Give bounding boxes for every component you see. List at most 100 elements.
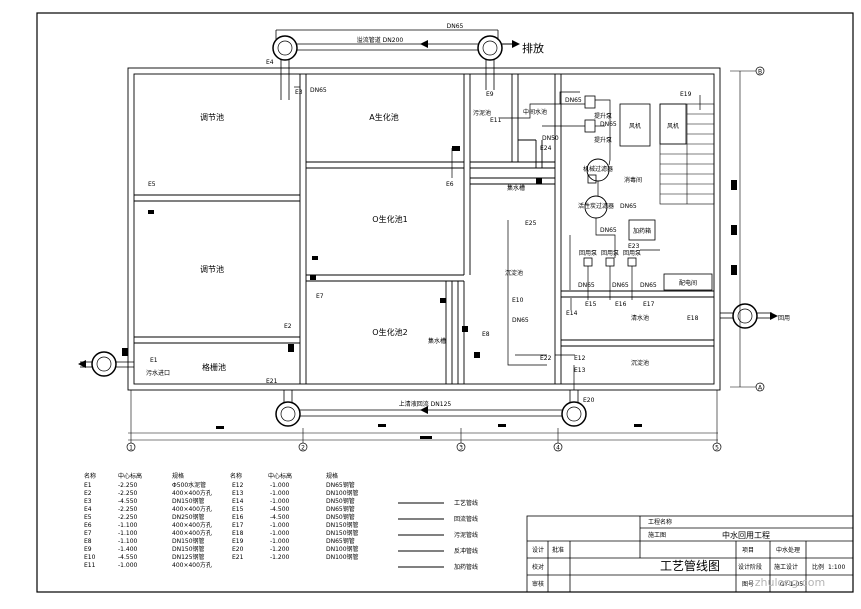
room-o-biochemical-1: O生化池1 xyxy=(372,214,407,224)
elevation-table-left-cell: E1 xyxy=(84,482,92,489)
room-water-collection-1: 集水槽 xyxy=(507,184,525,192)
table-header-elev-left: 中心标高 xyxy=(118,472,142,480)
title-block-sheet-value: GY-1-05 xyxy=(780,581,803,588)
label-dn65-d: DN65 xyxy=(620,203,637,210)
label-dn65-c: DN65 xyxy=(600,121,617,128)
elevation-table-right-cell: DN100钢管 xyxy=(326,489,359,497)
elevation-table-right-cell: E16 xyxy=(232,514,244,521)
dosing-box xyxy=(628,219,656,241)
elevation-table-right-cell: DN50钢管 xyxy=(326,497,355,505)
room-o-biochemical-2: O生化池2 xyxy=(372,327,407,337)
elevation-table-left-cell: 400×400方孔 xyxy=(172,521,212,529)
elevation-table-left-cell: DN150钢管 xyxy=(172,537,205,545)
elevation-table-right-cell: E14 xyxy=(232,498,244,505)
title-block-drawing-title: 工艺管线图 xyxy=(660,558,720,573)
title-block-item-value: 中水处理 xyxy=(776,546,800,554)
watermark: zhulong.com xyxy=(755,576,825,589)
manhole-bottom-right xyxy=(561,401,587,427)
elevation-table-right-cell: -1.200 xyxy=(270,546,290,553)
point-label: E21 xyxy=(266,378,278,385)
point-label: E13 xyxy=(574,367,586,374)
elevation-table-right-cell: DN100钢管 xyxy=(326,553,359,561)
point-label: E8 xyxy=(482,331,490,338)
point-label: E18 xyxy=(687,315,699,322)
point-label: E6 xyxy=(446,181,454,188)
label-dn65-h: DN65 xyxy=(612,282,629,289)
legend-process-line: 工艺管线 xyxy=(454,499,478,507)
elevation-table-left-cell: -2.250 xyxy=(118,490,138,497)
room-control: 配电间 xyxy=(679,279,697,287)
legend-backwash-line: 反冲管线 xyxy=(454,547,478,555)
axis-5-label: 5 xyxy=(715,445,719,452)
label-dn65-a: DN65 xyxy=(310,87,327,94)
title-block-scale-label: 比例 xyxy=(812,563,824,571)
fan-box-1 xyxy=(619,103,651,147)
elevation-table-left-cell: -1.100 xyxy=(118,538,138,545)
elevation-table-left-cell: E11 xyxy=(84,562,96,569)
reuse-pump-box-2 xyxy=(605,257,615,267)
axis-b-label: B xyxy=(758,69,762,76)
point-label: E22 xyxy=(540,355,552,362)
elevation-table-left-cell: -1.100 xyxy=(118,530,138,537)
label-overflow-pipe: 溢流管道 DN200 xyxy=(357,36,404,44)
point-label: E19 xyxy=(680,91,692,98)
room-regulating-tank-2: 调节池 xyxy=(200,264,224,274)
elevation-table-left-cell: -4.550 xyxy=(118,498,138,505)
legend-dosing-line: 加药管线 xyxy=(454,563,478,571)
title-block-project: 中水回用工程 xyxy=(722,530,770,540)
axis-a-label: A xyxy=(758,385,763,392)
point-label: E10 xyxy=(512,297,524,304)
manhole-bottom-left xyxy=(275,401,301,427)
elevation-table-right-cell: DN50钢管 xyxy=(326,513,355,521)
elevation-table-right-cell: DN65钢管 xyxy=(326,505,355,513)
label-reuse-pump-1: 回用泵 xyxy=(579,250,597,257)
elevation-table-left-cell: E9 xyxy=(84,546,92,553)
title-block-check: 校对 xyxy=(532,563,544,571)
staircase xyxy=(659,103,715,205)
label-lift-pump-2: 提升泵 xyxy=(594,136,612,144)
label-reuse-pump-2: 回用泵 xyxy=(601,250,619,257)
table-header-spec-left: 规格 xyxy=(172,472,184,480)
room-grille-tank: 格栅池 xyxy=(202,362,226,372)
point-label: E4 xyxy=(266,59,274,66)
elevation-table-right-cell: -1.000 xyxy=(270,482,290,489)
room-regulating-tank-1: 调节池 xyxy=(200,112,224,122)
elevation-table-right-cell: E19 xyxy=(232,538,244,545)
elevation-table-right-cell: E13 xyxy=(232,490,244,497)
point-label: E12 xyxy=(574,355,586,362)
elevation-table-left-cell: Φ500水泥管 xyxy=(172,481,206,489)
room-disinfection: 消毒间 xyxy=(624,176,642,184)
elevation-table-left-cell: E10 xyxy=(84,554,96,561)
label-filter-1: 机械过滤器 xyxy=(583,165,613,173)
point-label: E20 xyxy=(583,397,595,404)
reuse-pump-box-3 xyxy=(627,257,637,267)
elevation-table-right-cell: E20 xyxy=(232,546,244,553)
point-label: E24 xyxy=(540,145,552,152)
elevation-table-left-cell: DN125钢管 xyxy=(172,553,205,561)
lift-pump-box-1 xyxy=(584,95,596,109)
line-legend: 工艺管线 回流管线 污泥管线 反冲管线 加药管线 xyxy=(398,499,478,571)
elevation-table-right-cell: E21 xyxy=(232,554,244,561)
title-block-approve: 批准 xyxy=(552,546,564,554)
elevation-table-right-cell: DN65钢管 xyxy=(326,481,355,489)
elevation-table-right-cell: DN150钢管 xyxy=(326,529,359,537)
point-label: E14 xyxy=(566,310,578,317)
elevation-table-right-cell: -1.000 xyxy=(270,538,290,545)
label-top-pipe-size: DN65 xyxy=(447,23,464,30)
elevation-table-left-cell: E5 xyxy=(84,514,92,521)
elevation-table-left-cell: 400×400方孔 xyxy=(172,489,212,497)
wall-openings xyxy=(122,146,737,439)
pipes xyxy=(80,29,772,417)
axis-grid xyxy=(128,70,758,445)
elevation-table-left-cell: -2.250 xyxy=(118,506,138,513)
sheet-border xyxy=(36,12,854,593)
label-dn65-b: DN65 xyxy=(565,97,582,104)
label-bottom-pipe: 上清液回流 DN125 xyxy=(399,400,452,408)
discharge-arrow xyxy=(512,40,520,48)
elevation-table-left-cell: -4.550 xyxy=(118,554,138,561)
point-label: E25 xyxy=(525,220,537,227)
building-walls xyxy=(127,67,721,391)
control-box xyxy=(663,273,713,291)
